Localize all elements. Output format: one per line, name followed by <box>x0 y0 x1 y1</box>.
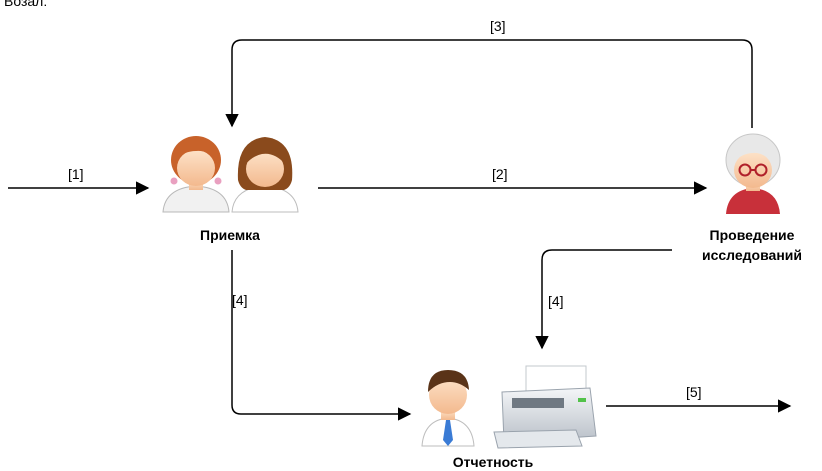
woman-user-icon <box>162 136 230 213</box>
reporting-label: Отчетность <box>453 454 534 470</box>
printer-icon <box>493 365 597 449</box>
edge-5-label: [5] <box>686 384 702 400</box>
research-label-line2: исследований <box>702 247 802 263</box>
man-user-icon <box>421 370 475 447</box>
edge-2-label: [2] <box>492 166 508 182</box>
edge-4b-label: [4] <box>548 293 564 309</box>
edge-3-label: [3] <box>490 18 506 34</box>
research-node: Проведение исследований <box>702 133 802 263</box>
edge-3-arrow <box>225 39 753 128</box>
grandmother-user-icon <box>725 133 781 214</box>
edge-4b-arrow <box>535 249 672 350</box>
edge-4a-label: [4] <box>232 292 248 308</box>
research-label-line1: Проведение <box>710 227 795 243</box>
reception-label: Приемка <box>200 227 260 243</box>
reporting-node: Отчетность <box>421 365 597 470</box>
reception-node: Приемка <box>162 136 299 243</box>
edge-4a-arrow <box>231 250 412 421</box>
top-fragment-text: Возал: <box>4 0 47 9</box>
edge-1-label: [1] <box>68 166 84 182</box>
woman-user-icon <box>231 137 299 213</box>
